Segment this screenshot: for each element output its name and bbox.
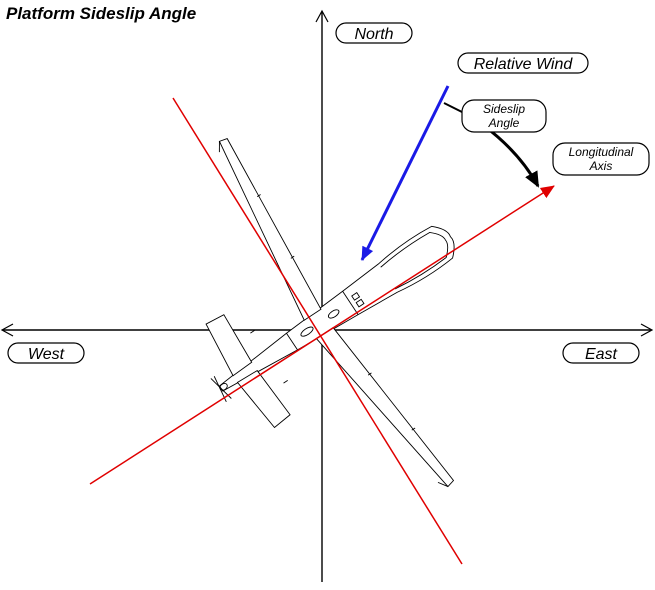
wing-axis-line [172,97,463,565]
svg-text:Axis: Axis [589,159,613,173]
svg-text:East: East [585,346,618,363]
west-label: West [7,342,85,364]
svg-text:Sideslip: Sideslip [483,102,525,116]
relative-wind-label: Relative Wind [457,52,589,74]
svg-text:Angle: Angle [488,116,520,130]
relative-wind-arrow [360,85,450,261]
diagram-title: Platform Sideslip Angle [6,4,197,23]
longitudinal-axis-arrow [89,185,555,485]
uav-aircraft-top-view-icon [205,138,455,488]
longitudinal-axis-label: Longitudinal Axis [552,142,650,176]
sideslip-angle-label: Sideslip Angle [461,99,547,133]
svg-text:West: West [28,346,65,363]
east-label: East [562,342,640,364]
svg-text:Relative Wind: Relative Wind [474,56,574,73]
svg-text:North: North [354,26,393,43]
north-label: North [335,22,413,44]
svg-text:Longitudinal: Longitudinal [569,145,634,159]
